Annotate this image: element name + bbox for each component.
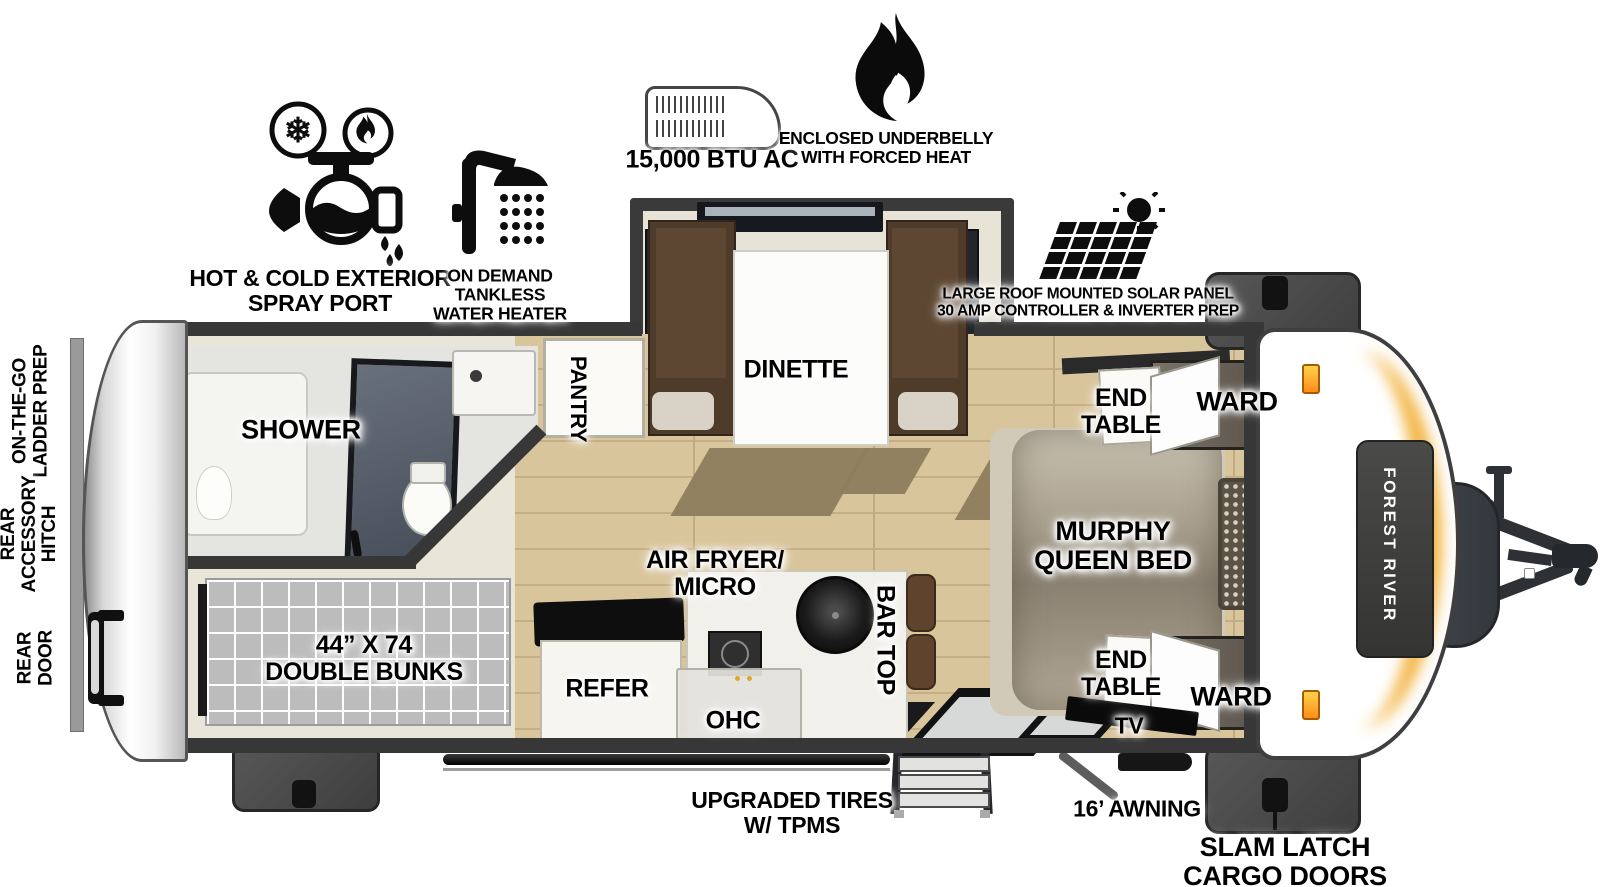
dinette-table xyxy=(733,250,889,446)
rear-accessory-hitch-label: REAR ACCESSORY HITCH xyxy=(0,475,61,593)
cooktop-knob xyxy=(747,676,752,681)
front-cap xyxy=(1256,328,1460,760)
end-table-label: END TABLE xyxy=(1081,384,1161,439)
tires-label: UPGRADED TIRES W/ TPMS xyxy=(691,787,893,838)
end-table-label: END TABLE xyxy=(1081,646,1161,701)
water-heater-label: ON DEMAND TANKLESS WATER HEATER xyxy=(433,265,567,324)
spray-port-label: HOT & COLD EXTERIOR SPRAY PORT xyxy=(189,265,451,316)
ward-label: WARD xyxy=(1190,681,1272,712)
brand-label: FOREST RIVER xyxy=(1380,467,1400,623)
latch-stem xyxy=(1273,812,1277,830)
slam-latch-label: SLAM LATCH CARGO DOORS xyxy=(1183,831,1387,887)
bunk-divider-wall xyxy=(150,556,416,569)
awning-rail xyxy=(443,768,890,771)
bunks-label: 44” X 74 DOUBLE BUNKS xyxy=(265,631,463,686)
solar-label: LARGE ROOF MOUNTED SOLAR PANEL 30 AMP CO… xyxy=(937,285,1239,319)
entry-steps-icon xyxy=(890,747,994,818)
ladder-prep-label: ON-THE-GO LADDER PREP xyxy=(9,344,51,478)
dinette-label: DINETTE xyxy=(743,355,849,384)
tv-label: TV xyxy=(1114,712,1144,739)
pantry-cabinet xyxy=(543,338,645,438)
bathroom xyxy=(166,346,538,562)
flame-circle-icon xyxy=(356,114,375,144)
toilet-tank xyxy=(410,462,446,484)
snowflake-icon: ❄ xyxy=(284,112,313,150)
ac-label: 15,000 BTU AC xyxy=(625,145,799,174)
cargo-door-latch xyxy=(1262,778,1288,812)
ohc-label: OHC xyxy=(705,706,761,735)
underbelly-label: ENCLOSED UNDERBELLY WITH FORCED HEAT xyxy=(778,128,994,167)
awning-roller-icon xyxy=(443,754,890,765)
rooftop-ac-icon xyxy=(645,86,781,150)
awning-arm xyxy=(1057,749,1120,802)
shower-seat xyxy=(196,466,232,520)
murphy-bed-label: MURPHY QUEEN BED xyxy=(1034,515,1192,575)
solar-panel-sun-icon xyxy=(1039,192,1165,279)
flame-icon xyxy=(855,12,925,122)
toilet-bowl xyxy=(402,474,452,536)
air-fryer-label: AIR FRYER/ MICRO xyxy=(646,546,784,601)
ward-label: WARD xyxy=(1196,386,1278,417)
shower-head-icon xyxy=(452,150,548,254)
brand-panel xyxy=(1356,440,1434,658)
bottom-wall xyxy=(150,738,1266,753)
shower-label: SHOWER xyxy=(241,414,361,445)
refer-label: REFER xyxy=(565,674,649,703)
awning-label: 16’ AWNING xyxy=(1073,795,1201,822)
marker-light xyxy=(1302,690,1320,720)
dinette-bench-right xyxy=(886,220,968,436)
door-handle-icon xyxy=(88,610,124,706)
bar-stool xyxy=(906,574,936,632)
cooktop-knob xyxy=(735,676,740,681)
faucet-hot-cold-icon: ❄ xyxy=(269,101,403,266)
bunk-ladder-post xyxy=(198,584,207,716)
awning-motor xyxy=(1118,753,1192,771)
bar-top-label: BAR TOP xyxy=(871,585,900,695)
bath-counter xyxy=(452,350,536,416)
cargo-door-latch xyxy=(292,780,316,808)
pantry-label: PANTRY xyxy=(565,355,591,443)
top-wall-front-section xyxy=(974,322,1264,336)
rear-door-label: REAR DOOR xyxy=(14,630,56,686)
dinette-bench-left xyxy=(648,220,736,436)
bunk-mattress xyxy=(205,578,511,726)
top-wall-rear-section xyxy=(150,322,642,336)
marker-light xyxy=(1302,364,1320,394)
bar-stool xyxy=(906,634,936,690)
cargo-door-latch xyxy=(1262,276,1288,310)
kitchen-sink xyxy=(796,576,874,654)
